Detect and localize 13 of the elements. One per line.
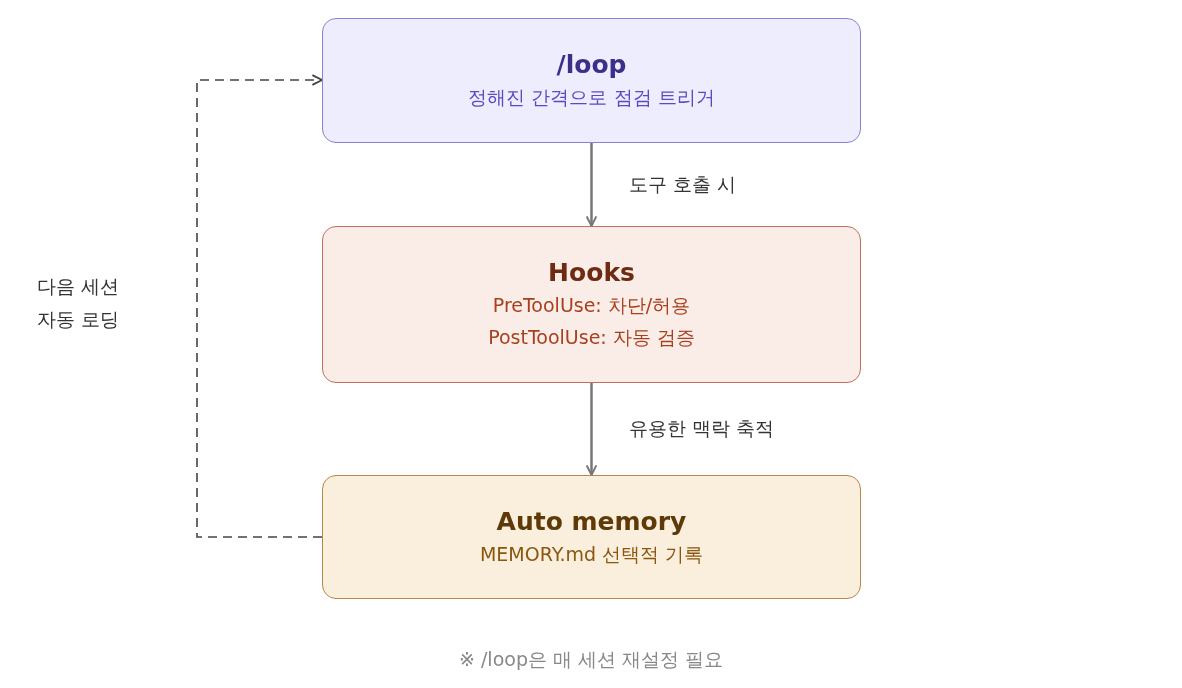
process-box	[322, 226, 861, 383]
arrow	[585, 143, 598, 227]
arrow	[585, 383, 598, 476]
box-text: MEMORY.md 선택적 기록	[479, 541, 704, 567]
dashed-arrow	[196, 74, 323, 538]
process-box	[322, 18, 861, 143]
process-box	[322, 475, 861, 599]
box-text: 정해진 간격으로 점검 트리거	[468, 85, 715, 110]
box-title: /loop	[556, 50, 627, 79]
box-text: PreToolUse: 차단/허용	[492, 293, 691, 318]
box-title: Auto memory	[496, 506, 687, 536]
box-text: PostToolUse: 자동 검증	[488, 325, 695, 350]
box-title: Hooks	[548, 258, 635, 287]
